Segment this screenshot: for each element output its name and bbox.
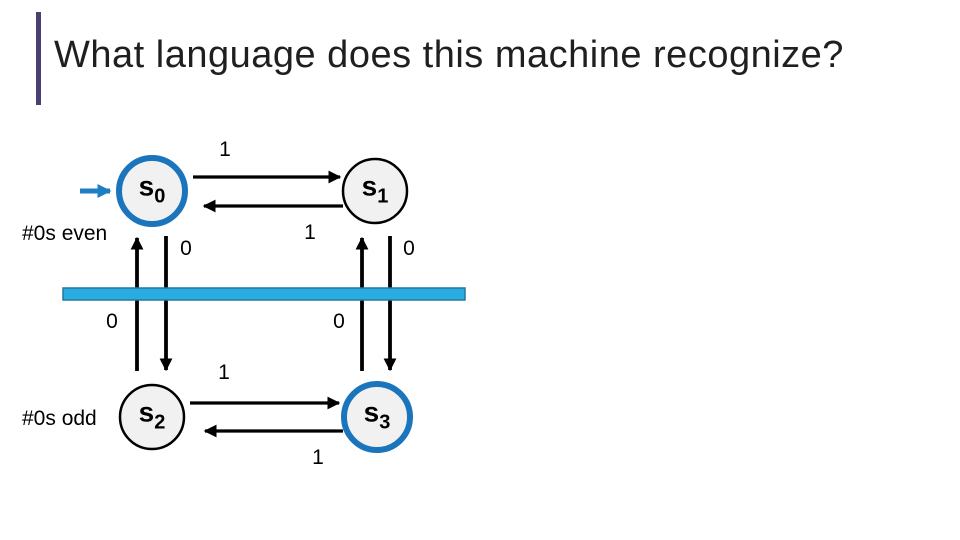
state-s2-circle (118, 383, 186, 451)
annotation-s0-even: #0s even (22, 222, 108, 245)
state-s3-main: s (363, 396, 380, 428)
state-s0-label: s0 (139, 170, 166, 208)
edge-label-s3-to-s2: 1 (312, 446, 324, 469)
state-s2-main: s (138, 396, 155, 428)
edge-label-s1-to-s3: 0 (403, 237, 415, 260)
divider-bar (62, 287, 466, 301)
edge-label-s2-to-s0: 0 (106, 310, 118, 333)
page-title: What language does this machine recogniz… (54, 34, 844, 76)
state-s3-label: s3 (364, 396, 391, 434)
state-s3-subscript: 3 (379, 411, 391, 434)
edge-label-s1-to-s0: 1 (304, 221, 316, 244)
annotation-s2-odd: #0s odd (22, 407, 97, 430)
edge-label-s3-to-s1: 0 (333, 310, 345, 333)
state-s0-subscript: 0 (154, 185, 166, 208)
state-s2-subscript: 2 (154, 411, 166, 434)
state-s1-subscript: 1 (377, 185, 389, 208)
state-s0-circle (116, 155, 188, 227)
edge-label-s2-to-s3: 1 (218, 361, 230, 384)
state-s1-main: s (361, 170, 378, 202)
state-s2-label: s2 (139, 396, 166, 434)
edge-label-s0-to-s1: 1 (219, 138, 231, 161)
state-s3-circle (341, 381, 413, 453)
state-s0-main: s (138, 170, 155, 202)
edge-label-s0-to-s2: 0 (180, 237, 192, 260)
title-accent-bar (36, 12, 41, 105)
state-s1-circle (341, 157, 409, 225)
state-s1-label: s1 (362, 170, 389, 208)
